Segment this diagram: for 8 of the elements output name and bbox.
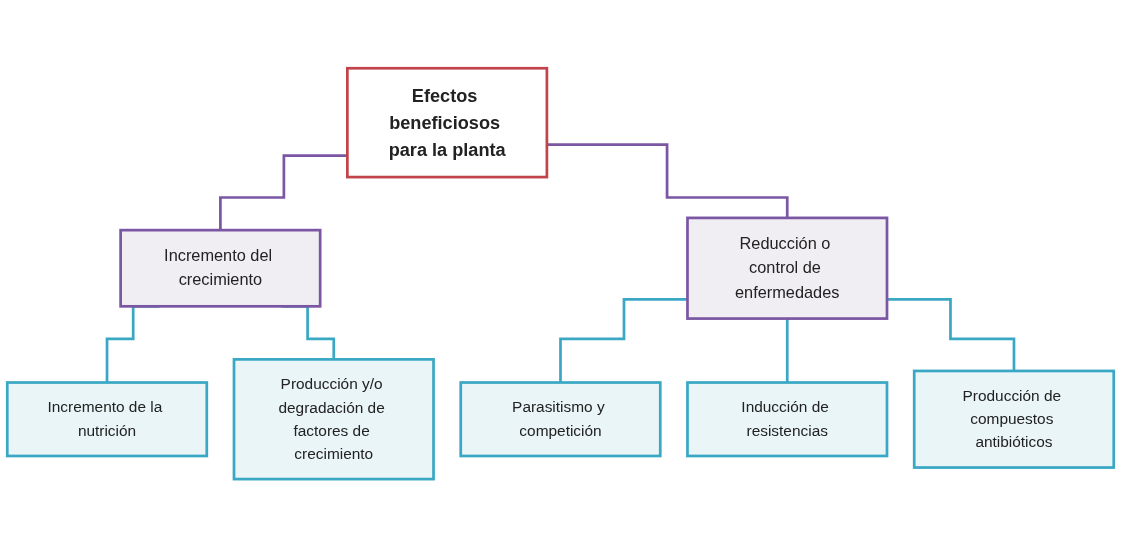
node-box: Parasitismo y competición [459,380,662,458]
node-box: Producción y/o degradación de factores de crecimiento [232,357,435,481]
node-box: Efectos beneficiosos para la planta [346,66,549,179]
node-box: Reducción o control de enfermedades [686,216,889,320]
node-box: Inducción de resistencias [686,380,889,458]
node-box: Incremento del crecimiento [119,228,322,308]
node-box: Incremento de la nutrición [5,380,209,458]
node-box: Producción de compuestos antibióticos [912,369,1116,469]
